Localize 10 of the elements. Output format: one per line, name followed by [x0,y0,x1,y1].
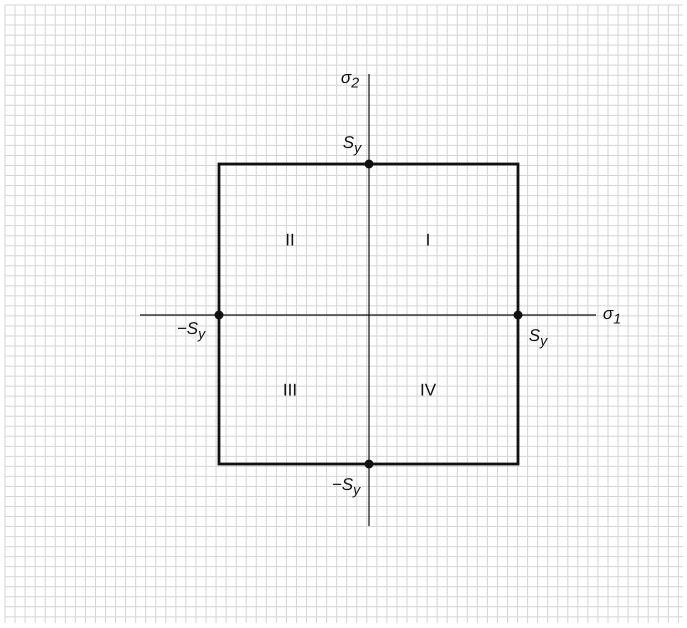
quadrant-label: IV [420,382,436,398]
tick-label: −S$_{y}$ [176,320,206,342]
tick-label: −S$_{y}$ [332,476,360,498]
tick-label: S$_{y}$ [528,327,548,349]
axis-label: σ$_{1}$ [602,305,622,327]
quadrant-label: II [285,232,295,248]
quadrant-label: I [426,232,430,248]
quadrant-label: III [282,382,298,398]
tick-label: S$_{y}$ [342,134,362,156]
axis-label: σ$_{2}$ [340,69,360,91]
